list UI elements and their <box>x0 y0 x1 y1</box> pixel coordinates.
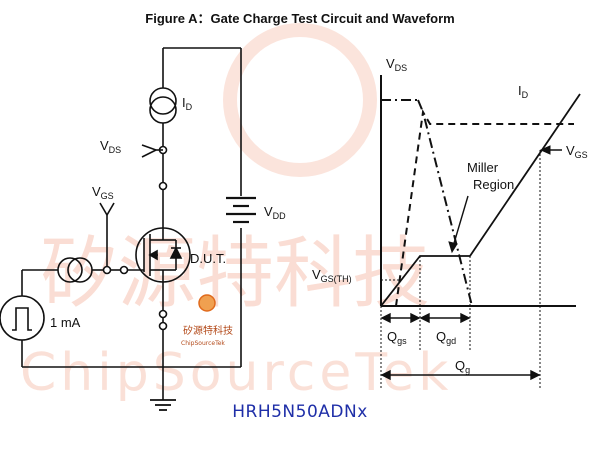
label-dut: D.U.T. <box>190 251 226 266</box>
drain-node <box>158 181 168 191</box>
wave-label-region: Region <box>473 177 514 192</box>
vds-probe-b <box>141 149 157 158</box>
vds-probe-a <box>141 144 157 151</box>
body-diode-triangle <box>169 246 183 259</box>
id-waveform <box>395 109 574 307</box>
gate-node <box>119 265 129 275</box>
miller-pointer <box>451 195 469 251</box>
part-number: HRH5N50ADNx <box>232 402 368 422</box>
label-id: ID <box>182 95 193 112</box>
watermark-chinese: 矽源特科技 <box>40 229 430 319</box>
wave-label-qgd: Qgd <box>436 329 456 346</box>
qgs-dimension <box>380 312 421 324</box>
source-node <box>158 309 168 319</box>
id-current-source <box>149 87 177 115</box>
watermark-english: ChipSourceTek <box>20 343 452 403</box>
vgs-waveform <box>380 93 581 307</box>
vgs-node <box>102 265 112 275</box>
figure-title: Figure A：Gate Charge Test Circuit and Wa… <box>145 11 455 26</box>
wave-label-miller: Miller <box>467 160 499 175</box>
pulse-icon <box>12 307 32 331</box>
vds-waveform <box>417 99 473 307</box>
mosfet-arrow <box>148 249 158 261</box>
test-circuit <box>0 47 256 411</box>
wave-label-vgs: VGS <box>566 143 588 160</box>
logo-chinese: 矽源特科技 <box>183 324 233 337</box>
label-vdd: VDD <box>264 204 286 221</box>
wave-label-id: ID <box>518 83 529 100</box>
wave-label-qg: Qg <box>455 358 470 375</box>
ground-icon <box>150 399 176 411</box>
label-vds: VDS <box>100 138 121 155</box>
qgd-dimension <box>419 312 471 324</box>
watermark-logo-ring <box>223 23 377 177</box>
waveform <box>380 75 581 388</box>
wave-label-qgs: Qgs <box>387 329 407 346</box>
logo-english: ChipSourceTek <box>181 340 225 347</box>
wave-label-vgsth: VGS(TH) <box>312 267 352 284</box>
vdd-battery <box>226 196 256 224</box>
qg-dimension <box>380 369 541 381</box>
wave-label-vds: VDS <box>386 56 407 73</box>
pulse-generator <box>0 295 45 341</box>
watermark: 矽源特科技 ChipSourceTek <box>20 23 452 403</box>
company-logo: 矽源特科技 ChipSourceTek <box>181 294 233 347</box>
logo-icon <box>198 294 216 312</box>
label-current: 1 mA <box>50 315 81 330</box>
label-vgs: VGS <box>92 184 114 201</box>
